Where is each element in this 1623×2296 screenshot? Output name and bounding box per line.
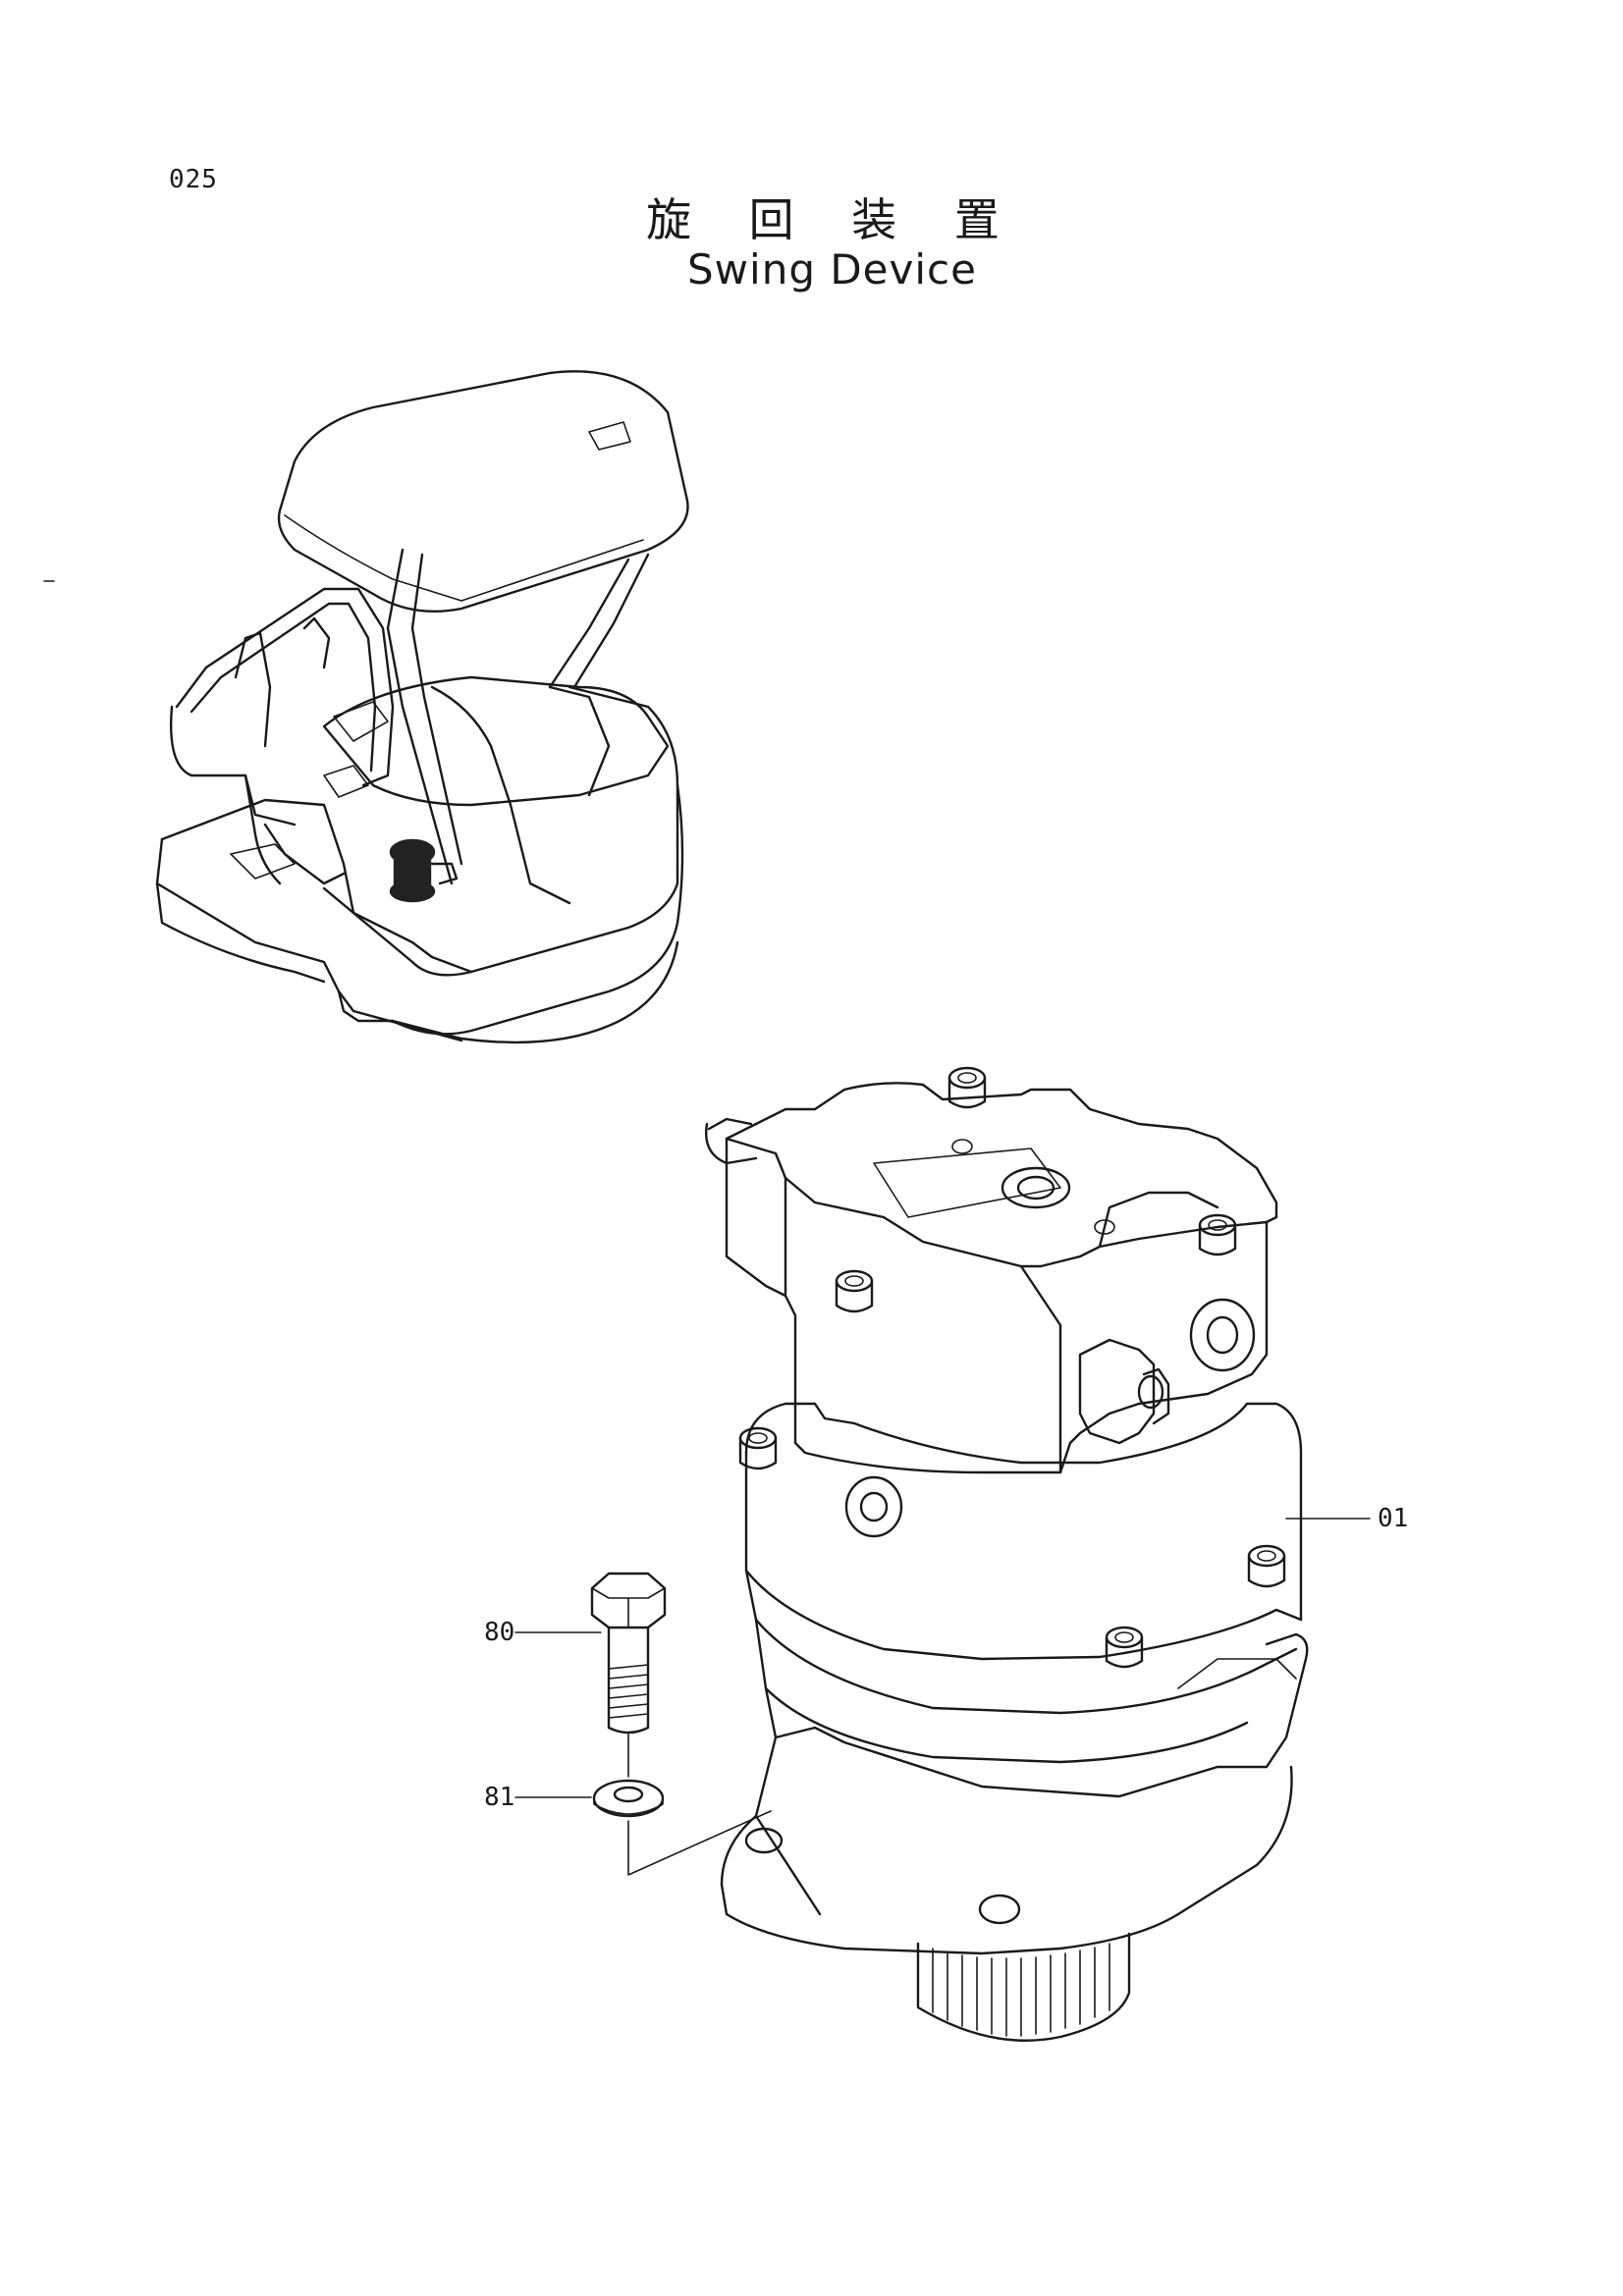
callout-01: 01 xyxy=(1378,1504,1409,1533)
flange-bolt-hole-left xyxy=(744,1827,784,1854)
assembly-lines xyxy=(627,1732,772,1876)
swing-motor-assembly xyxy=(705,1066,1309,2042)
floor-deck xyxy=(160,798,473,974)
relief-valve xyxy=(1078,1338,1170,1445)
machine-overview-illustration xyxy=(155,370,689,1044)
swing-device-location xyxy=(389,838,459,903)
canopy-roof xyxy=(277,370,689,614)
mounting-flange xyxy=(720,1632,1309,1887)
page-title-english: Swing Device xyxy=(687,245,977,294)
bolt-part-80 xyxy=(590,1572,667,1735)
upper-housing xyxy=(322,675,670,807)
canopy-pillar-front-left xyxy=(386,548,454,885)
page-title-japanese: 旋 回 装 置 xyxy=(646,193,1021,246)
callout-80: 80 xyxy=(484,1618,515,1647)
lever-frame xyxy=(175,587,395,787)
top-port xyxy=(1001,1166,1071,1209)
canopy-pillar-front-right xyxy=(548,558,630,689)
valve-block xyxy=(754,1082,1278,1474)
output-gear xyxy=(916,1932,1131,2042)
washer-part-81 xyxy=(592,1779,665,1818)
side-port-left xyxy=(844,1475,903,1538)
flange-bolt-hole-right xyxy=(978,1894,1021,1925)
callout-81: 81 xyxy=(484,1783,515,1812)
cap-bolts xyxy=(738,1066,1286,1669)
gear-housing xyxy=(744,1402,1303,1622)
side-port-right xyxy=(1189,1298,1256,1372)
engine-hood xyxy=(322,685,679,977)
page-number: 025 xyxy=(169,165,218,194)
